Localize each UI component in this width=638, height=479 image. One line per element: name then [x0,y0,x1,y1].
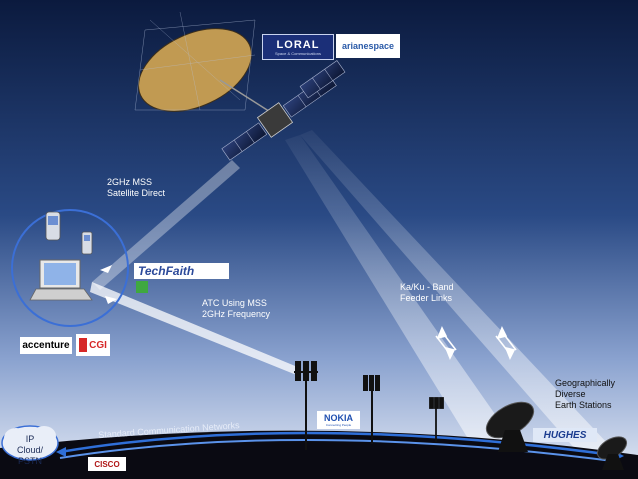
nokia-logo-text: NOKIA [324,413,353,423]
earth-stations-line-3: Earth Stations [555,400,612,410]
feeder-line-1: Ka/Ku - Band [400,282,454,292]
techfaith-grid-icon [136,281,148,293]
mss-direct-line-2: Satellite Direct [107,188,166,198]
satellite-body [221,60,346,161]
feeder-beam-2 [300,130,625,466]
accenture-logo-text: accenture [22,340,70,351]
handset-group-ring [11,209,129,327]
cisco-logo-text: CISCO [94,459,120,469]
network-line-lower [59,438,621,463]
atc-line-2: 2GHz Frequency [202,309,271,319]
hughes-logo: HUGHES [533,428,597,442]
earth-stations-line-1: Geographically [555,378,616,388]
ip-cloud-shape [1,425,59,461]
feeder-line-2: Feeder Links [400,293,453,303]
nokia-logo-subtext: Connecting People [325,423,352,427]
network-line-upper [59,431,621,458]
ip-cloud-line-2: PSTN [17,456,42,466]
cgi-logo: CGI [76,334,110,356]
mobile-phone-icon [45,211,93,255]
arianespace-logo: arianespace [336,34,400,58]
cell-tower-mid [363,375,380,444]
ip-cloud-line-1: IP Cloud/ [16,434,43,455]
nokia-logo: NOKIA Connecting People [317,411,360,429]
earth-stations-line-2: Diverse [555,389,586,399]
feeder-links-label: Ka/Ku - Band Feeder Links [400,282,454,304]
laptop-icon [29,259,93,301]
techfaith-logo: TechFaith [134,263,229,279]
loral-logo-text: LORAL [276,38,320,51]
network-arrow-left [56,447,66,457]
cisco-logo: CISCO [88,457,126,471]
cell-tower-small [429,397,444,442]
cgi-logo-mark [79,338,88,352]
atc-line-1: ATC Using MSS [202,298,267,308]
feeder-uplink-arrows [435,326,517,360]
loral-logo: LORAL Space & Communications [262,34,334,60]
earth-stations-label: Geographically Diverse Earth Stations [555,378,615,411]
atc-label: ATC Using MSS 2GHz Frequency [202,298,270,320]
beam-direction-arrows [100,265,117,304]
feeder-beam-1 [285,135,520,455]
loral-logo-subtext: Space & Communications [274,50,322,56]
mss-direct-label: 2GHz MSS Satellite Direct [107,177,165,199]
earth-station-dish-2 [596,436,628,470]
cgi-logo-text: CGI [89,339,107,351]
hughes-logo-text: HUGHES [543,429,587,441]
ip-cloud-label: IP Cloud/ PSTN [12,434,48,467]
cell-tower-main [294,361,318,450]
mss-direct-line-1: 2GHz MSS [107,177,153,187]
atc-beam [90,282,300,374]
satellite-reflector [134,11,276,116]
earth-station-dish-1 [485,401,535,452]
mss-direct-beam [92,160,240,290]
accenture-logo: accenture [20,337,72,354]
techfaith-logo-text: TechFaith [138,264,195,278]
ground-horizon [0,430,638,479]
arianespace-logo-text: arianespace [341,41,395,51]
